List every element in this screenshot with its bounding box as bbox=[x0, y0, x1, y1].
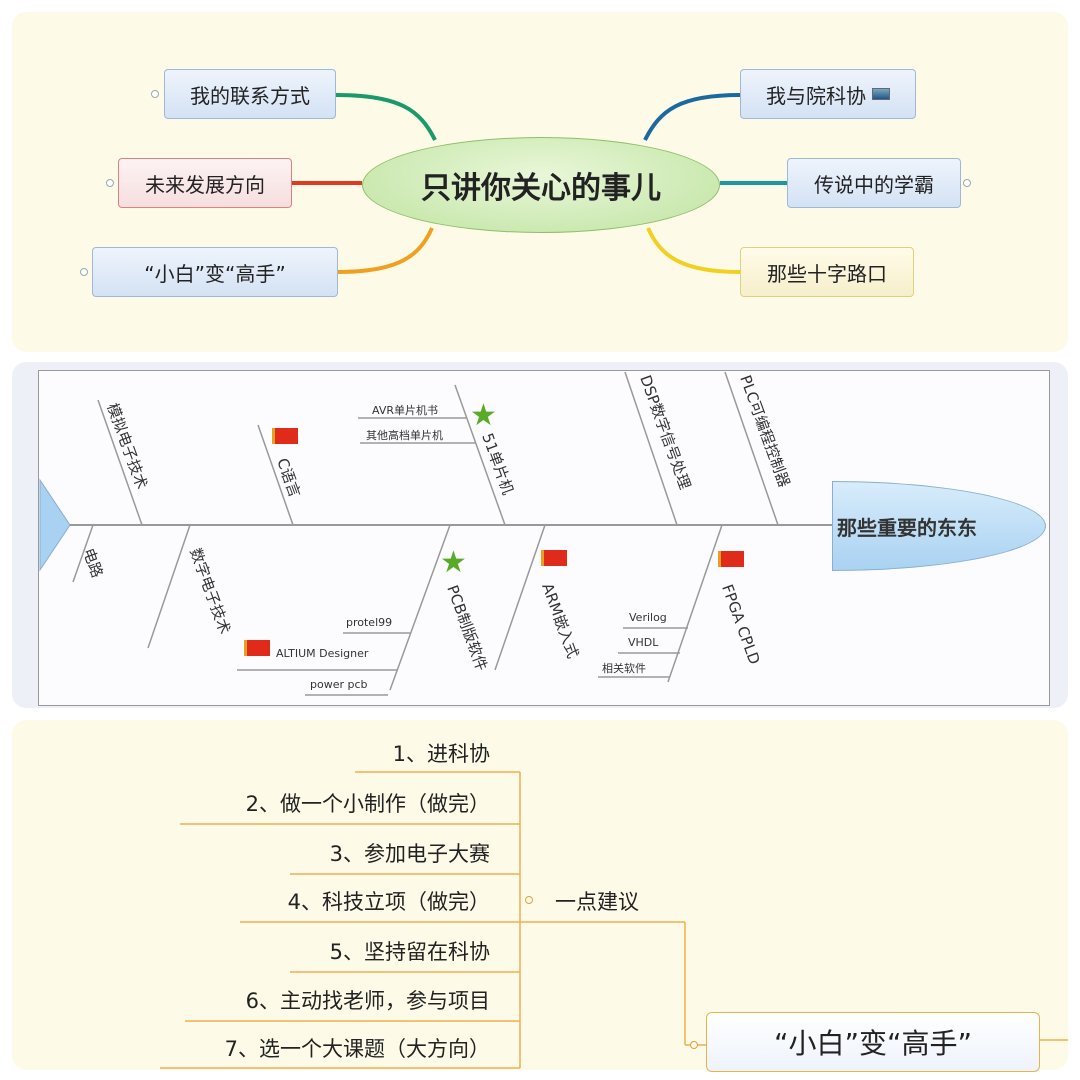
node-beginner-to-expert-main[interactable]: “小白”变“高手” bbox=[706, 1012, 1040, 1072]
node-top-students[interactable]: 传说中的学霸 bbox=[787, 158, 961, 208]
advice-item-3[interactable]: 3、参加电子大赛 bbox=[329, 842, 490, 866]
node-association[interactable]: 我与院科协 bbox=[740, 69, 916, 119]
flag-icon bbox=[244, 640, 270, 656]
sub-related-software[interactable]: 相关软件 bbox=[602, 662, 646, 675]
image-icon bbox=[872, 88, 890, 100]
collapse-icon[interactable] bbox=[525, 896, 533, 904]
sub-other-mcu[interactable]: 其他高档单片机 bbox=[366, 429, 443, 442]
sub-vhdl[interactable]: VHDL bbox=[628, 636, 659, 649]
mindmap-connectors bbox=[292, 93, 787, 274]
advice-panel bbox=[12, 720, 1068, 1070]
flag-icon bbox=[272, 428, 298, 444]
advice-item-2[interactable]: 2、做一个小制作（做完） bbox=[245, 792, 490, 816]
fishbone-lines bbox=[39, 371, 832, 696]
expand-icon[interactable] bbox=[151, 90, 159, 98]
advice-item-5[interactable]: 5、坚持留在科协 bbox=[329, 940, 490, 964]
star-icon: ★ bbox=[470, 398, 497, 433]
advice-item-4[interactable]: 4、科技立项（做完） bbox=[287, 890, 490, 914]
sub-verilog[interactable]: Verilog bbox=[629, 611, 667, 624]
expand-icon[interactable] bbox=[80, 268, 88, 276]
node-crossroads[interactable]: 那些十字路口 bbox=[740, 247, 914, 297]
expand-icon[interactable] bbox=[106, 179, 114, 187]
node-future[interactable]: 未来发展方向 bbox=[118, 158, 292, 208]
advice-item-1[interactable]: 1、进科协 bbox=[392, 742, 490, 766]
central-topic-label: 只讲你关心的事儿 bbox=[421, 171, 661, 206]
node-beginner-to-expert[interactable]: “小白”变“高手” bbox=[92, 247, 338, 297]
flag-icon bbox=[541, 550, 567, 566]
advice-item-6[interactable]: 6、主动找老师，参与项目 bbox=[245, 989, 490, 1013]
expand-icon[interactable] bbox=[963, 179, 971, 187]
collapse-icon[interactable] bbox=[690, 1041, 698, 1049]
advice-title[interactable]: 一点建议 bbox=[555, 890, 639, 914]
node-contact[interactable]: 我的联系方式 bbox=[164, 69, 336, 119]
node-association-label: 我与院科协 bbox=[766, 83, 866, 108]
sub-power-pcb[interactable]: power pcb bbox=[310, 678, 368, 691]
sub-altium[interactable]: ALTIUM Designer bbox=[276, 647, 369, 660]
central-topic[interactable]: 只讲你关心的事儿 bbox=[362, 137, 720, 233]
sub-protel99[interactable]: protel99 bbox=[346, 616, 393, 629]
star-icon: ★ bbox=[440, 545, 467, 580]
sub-avr[interactable]: AVR单片机书 bbox=[372, 404, 438, 417]
advice-item-7[interactable]: 7、选一个大课题（大方向） bbox=[224, 1037, 490, 1061]
flag-icon bbox=[718, 551, 744, 567]
